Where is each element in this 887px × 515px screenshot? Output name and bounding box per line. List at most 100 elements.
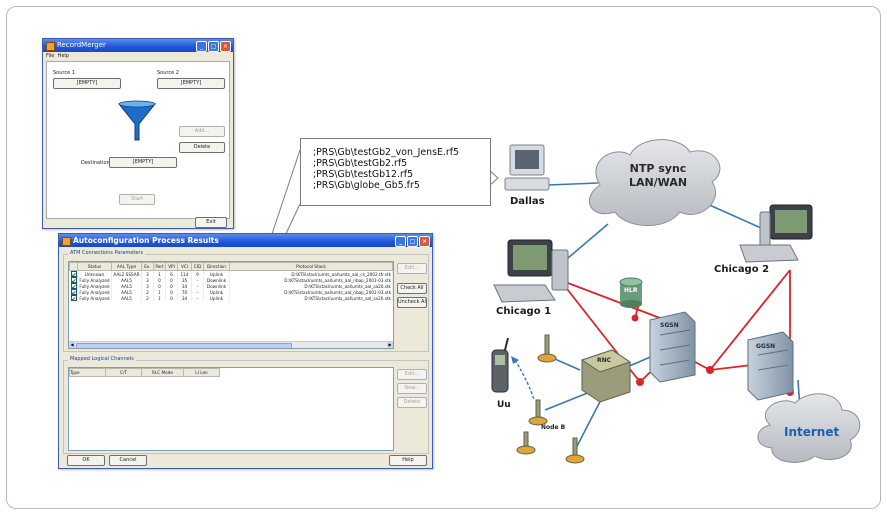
internet-label: Internet bbox=[784, 425, 840, 439]
node-b-antenna-icons bbox=[516, 334, 585, 464]
autoconfig-window: Autoconfiguration Process Results _ □ × … bbox=[58, 233, 433, 469]
cell-aal: AAL5 bbox=[111, 283, 142, 289]
cell-aal: AAL5 bbox=[111, 277, 142, 283]
cell-cid: - bbox=[191, 277, 204, 283]
cell-vpi: 0 bbox=[165, 277, 178, 283]
table-row[interactable]: Fully Analyzed AAL5 3 0 0 35 - Downlink … bbox=[69, 277, 393, 283]
mapped-group-label: Mapped Logical Channels bbox=[68, 356, 136, 362]
hlr-label: HLR bbox=[624, 287, 638, 294]
cell-port: 0 bbox=[153, 277, 166, 283]
mobile-phone-icon bbox=[491, 337, 509, 393]
mapped-delete-button[interactable]: Delete bbox=[397, 397, 427, 408]
menu-help[interactable]: Help bbox=[57, 53, 69, 59]
cell-cid: - bbox=[191, 295, 204, 301]
uncheck-all-button[interactable]: Uncheck All bbox=[397, 297, 427, 308]
chicago2-label: Chicago 2 bbox=[714, 264, 770, 275]
col-li-len[interactable]: LI Len bbox=[183, 368, 220, 377]
close-icon[interactable]: × bbox=[220, 41, 231, 52]
atm-connections-group: ATM Connections Parameters Status AAL Ty… bbox=[63, 250, 429, 352]
cell-cid: 9 bbox=[191, 270, 204, 277]
callout-line-3: ;PRS\Gb\testGb12.rf5 bbox=[313, 169, 414, 180]
table-row[interactable]: Fully Analyzed AAL5 2 1 0 34 - Uplink D:… bbox=[69, 295, 393, 301]
uu-radio-link bbox=[514, 359, 535, 401]
file-list-callout: ;PRS\Gb\testGb2_von_JensE.rf5 ;PRS\Gb\te… bbox=[300, 138, 491, 206]
mapped-table-area: Type C/T RLC Mode LI Len bbox=[68, 367, 394, 451]
table-row[interactable]: Fully Analyzed AAL5 2 1 0 70 - Uplink D:… bbox=[69, 289, 393, 295]
cell-vci: 114 bbox=[177, 270, 192, 277]
add-button[interactable]: Add... bbox=[179, 126, 225, 137]
cell-vpi: 0 bbox=[165, 295, 178, 301]
check-all-button[interactable]: Check All bbox=[397, 283, 427, 294]
exit-button[interactable]: Exit bbox=[195, 217, 227, 228]
cell-aal: AAL2 SSSAR bbox=[111, 270, 142, 277]
cell-port: 1 bbox=[153, 270, 166, 277]
maximize-icon[interactable]: □ bbox=[208, 41, 219, 52]
source2-field[interactable]: [EMPTY] bbox=[157, 78, 225, 89]
destination-field[interactable]: [EMPTY] bbox=[109, 157, 177, 168]
menu-file[interactable]: File bbox=[46, 53, 55, 59]
maximize-icon[interactable]: □ bbox=[407, 236, 418, 247]
cell-vpi: 6 bbox=[165, 270, 178, 277]
source2-label: Source 2 bbox=[157, 70, 179, 76]
mapped-edit-button[interactable]: Edit... bbox=[397, 369, 427, 380]
rnc-label: RNC bbox=[597, 357, 612, 364]
chicago1-computer-icon bbox=[493, 239, 569, 303]
help-button[interactable]: Help bbox=[389, 455, 427, 466]
cell-aal: AAL5 bbox=[111, 295, 142, 301]
scroll-left-icon[interactable]: ◀ bbox=[69, 342, 75, 348]
uu-label: Uu bbox=[497, 400, 511, 410]
atm-table: Status AAL Type Ex. Port VPI VCI CID Dir… bbox=[69, 262, 393, 301]
cell-stack: D:\KTS\stack\umts_aal\umts_aal_nbap_2001… bbox=[229, 289, 393, 295]
destination-label: Destination bbox=[81, 160, 110, 166]
scroll-right-icon[interactable]: ▶ bbox=[387, 342, 393, 348]
merger-title: RecordMerger bbox=[57, 41, 106, 49]
scroll-thumb[interactable] bbox=[76, 343, 292, 348]
delete-button[interactable]: Delete bbox=[179, 142, 225, 153]
app-icon bbox=[62, 237, 71, 246]
source1-field[interactable]: [EMPTY] bbox=[53, 78, 121, 89]
cell-vci: 34 bbox=[177, 283, 192, 289]
minimize-icon[interactable]: _ bbox=[395, 236, 406, 247]
cell-ex: 2 bbox=[141, 295, 154, 301]
minimize-icon[interactable]: _ bbox=[196, 41, 207, 52]
record-merger-window: RecordMerger _ □ × File Help Source 1 [E… bbox=[42, 38, 234, 229]
atm-table-header: Status AAL Type Ex. Port VPI VCI CID Dir… bbox=[69, 262, 393, 271]
cell-stack: D:\KTS\stack\umts_aal\umts_aal_sa20.stk bbox=[229, 283, 393, 289]
table-row[interactable]: Fully Analyzed AAL5 3 0 0 34 - Downlink … bbox=[69, 283, 393, 289]
ok-button[interactable]: OK bbox=[67, 455, 105, 466]
hlr-database-icon bbox=[619, 277, 643, 308]
sgsn-server-icon bbox=[649, 311, 696, 383]
start-button[interactable]: Start bbox=[119, 194, 155, 205]
table-row[interactable]: Unknown AAL2 SSSAR 3 1 6 114 9 Uplink D:… bbox=[69, 270, 393, 277]
node-b-label: Node B bbox=[541, 424, 566, 431]
cell-direction: Downlink bbox=[203, 283, 230, 289]
autoconfig-titlebar[interactable]: Autoconfiguration Process Results _ □ × bbox=[59, 234, 432, 247]
close-icon[interactable]: × bbox=[419, 236, 430, 247]
cell-ex: 3 bbox=[141, 283, 154, 289]
mapped-table: Type C/T RLC Mode LI Len bbox=[69, 368, 220, 377]
cell-cid: - bbox=[191, 289, 204, 295]
cell-status: Fully Analyzed bbox=[77, 277, 112, 283]
cell-ex: 3 bbox=[141, 277, 154, 283]
cell-vci: 34 bbox=[177, 295, 192, 301]
funnel-icon bbox=[117, 100, 157, 141]
cell-direction: Uplink bbox=[203, 289, 230, 295]
merger-titlebar[interactable]: RecordMerger _ □ × bbox=[43, 39, 233, 52]
cell-status: Fully Analyzed bbox=[77, 295, 112, 301]
ggsn-label: GGSN bbox=[756, 343, 776, 350]
cell-status: Unknown bbox=[77, 270, 112, 277]
cancel-button[interactable]: Cancel bbox=[109, 455, 147, 466]
callout-line-1: ;PRS\Gb\testGb2_von_JensE.rf5 bbox=[313, 147, 459, 158]
ntp-cloud-label: NTP sync LAN/WAN bbox=[628, 162, 688, 189]
col-protocol-stack[interactable]: Protocol Stack bbox=[229, 262, 393, 271]
autoconfig-title: Autoconfiguration Process Results bbox=[73, 236, 219, 245]
cell-stack: D:\KTS\stack\umts_aal\umts_aal_nbap_2001… bbox=[229, 277, 393, 283]
mapped-channels-group: Mapped Logical Channels Type C/T RLC Mod… bbox=[63, 356, 429, 454]
edit-button[interactable]: Edit... bbox=[397, 263, 427, 274]
cell-vci: 70 bbox=[177, 289, 192, 295]
cell-direction: Downlink bbox=[203, 277, 230, 283]
horizontal-scrollbar[interactable]: ◀ ▶ bbox=[69, 341, 393, 348]
mapped-new-button[interactable]: New... bbox=[397, 383, 427, 394]
row-checkbox[interactable] bbox=[70, 295, 77, 301]
cell-aal: AAL5 bbox=[111, 289, 142, 295]
